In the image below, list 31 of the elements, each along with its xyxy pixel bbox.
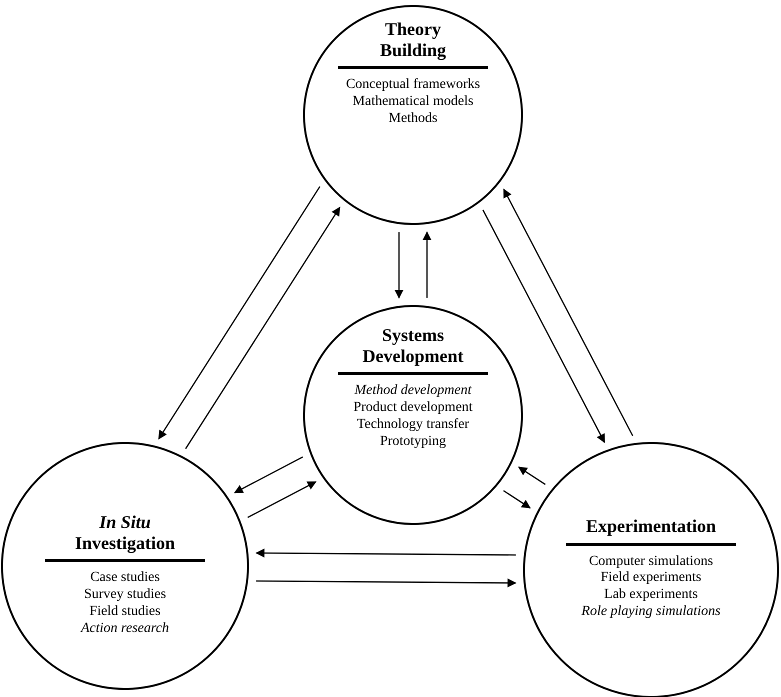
arrow (503, 188, 634, 436)
list-item: Product development (353, 400, 473, 417)
node-title: Theory Building (378, 19, 448, 60)
list-item: Prototyping (380, 434, 446, 451)
list-item: Lab experiments (604, 587, 698, 604)
list-item: Survey studies (84, 587, 166, 604)
arrow (256, 578, 517, 588)
arrow (518, 466, 546, 486)
list-item: Computer simulations (588, 554, 714, 570)
list-item: Case studies (90, 570, 160, 588)
arrow (247, 481, 317, 518)
arrow (158, 186, 320, 440)
arrow (482, 210, 606, 444)
arrow (503, 490, 531, 508)
list-item: Technology transfer (356, 416, 470, 434)
list-item: Field studies (89, 604, 161, 621)
arrow (255, 548, 516, 558)
arrow (185, 206, 340, 450)
arrow (234, 456, 304, 494)
list-item: Field experiments (600, 570, 702, 588)
node-title: Experimentation (585, 516, 717, 537)
list-item: Role playing simulations (581, 604, 721, 621)
node-title: Systems Development (362, 325, 464, 366)
node-title: In Situ Investigation (74, 512, 176, 554)
list-item: Conceptual frameworks (346, 77, 480, 94)
list-item: Methods (388, 110, 438, 128)
list-item: Action research (81, 620, 169, 638)
list-item: Mathematical models (352, 94, 474, 111)
list-item: Method development (354, 383, 472, 400)
arrow (394, 232, 404, 299)
arrow (422, 231, 432, 298)
